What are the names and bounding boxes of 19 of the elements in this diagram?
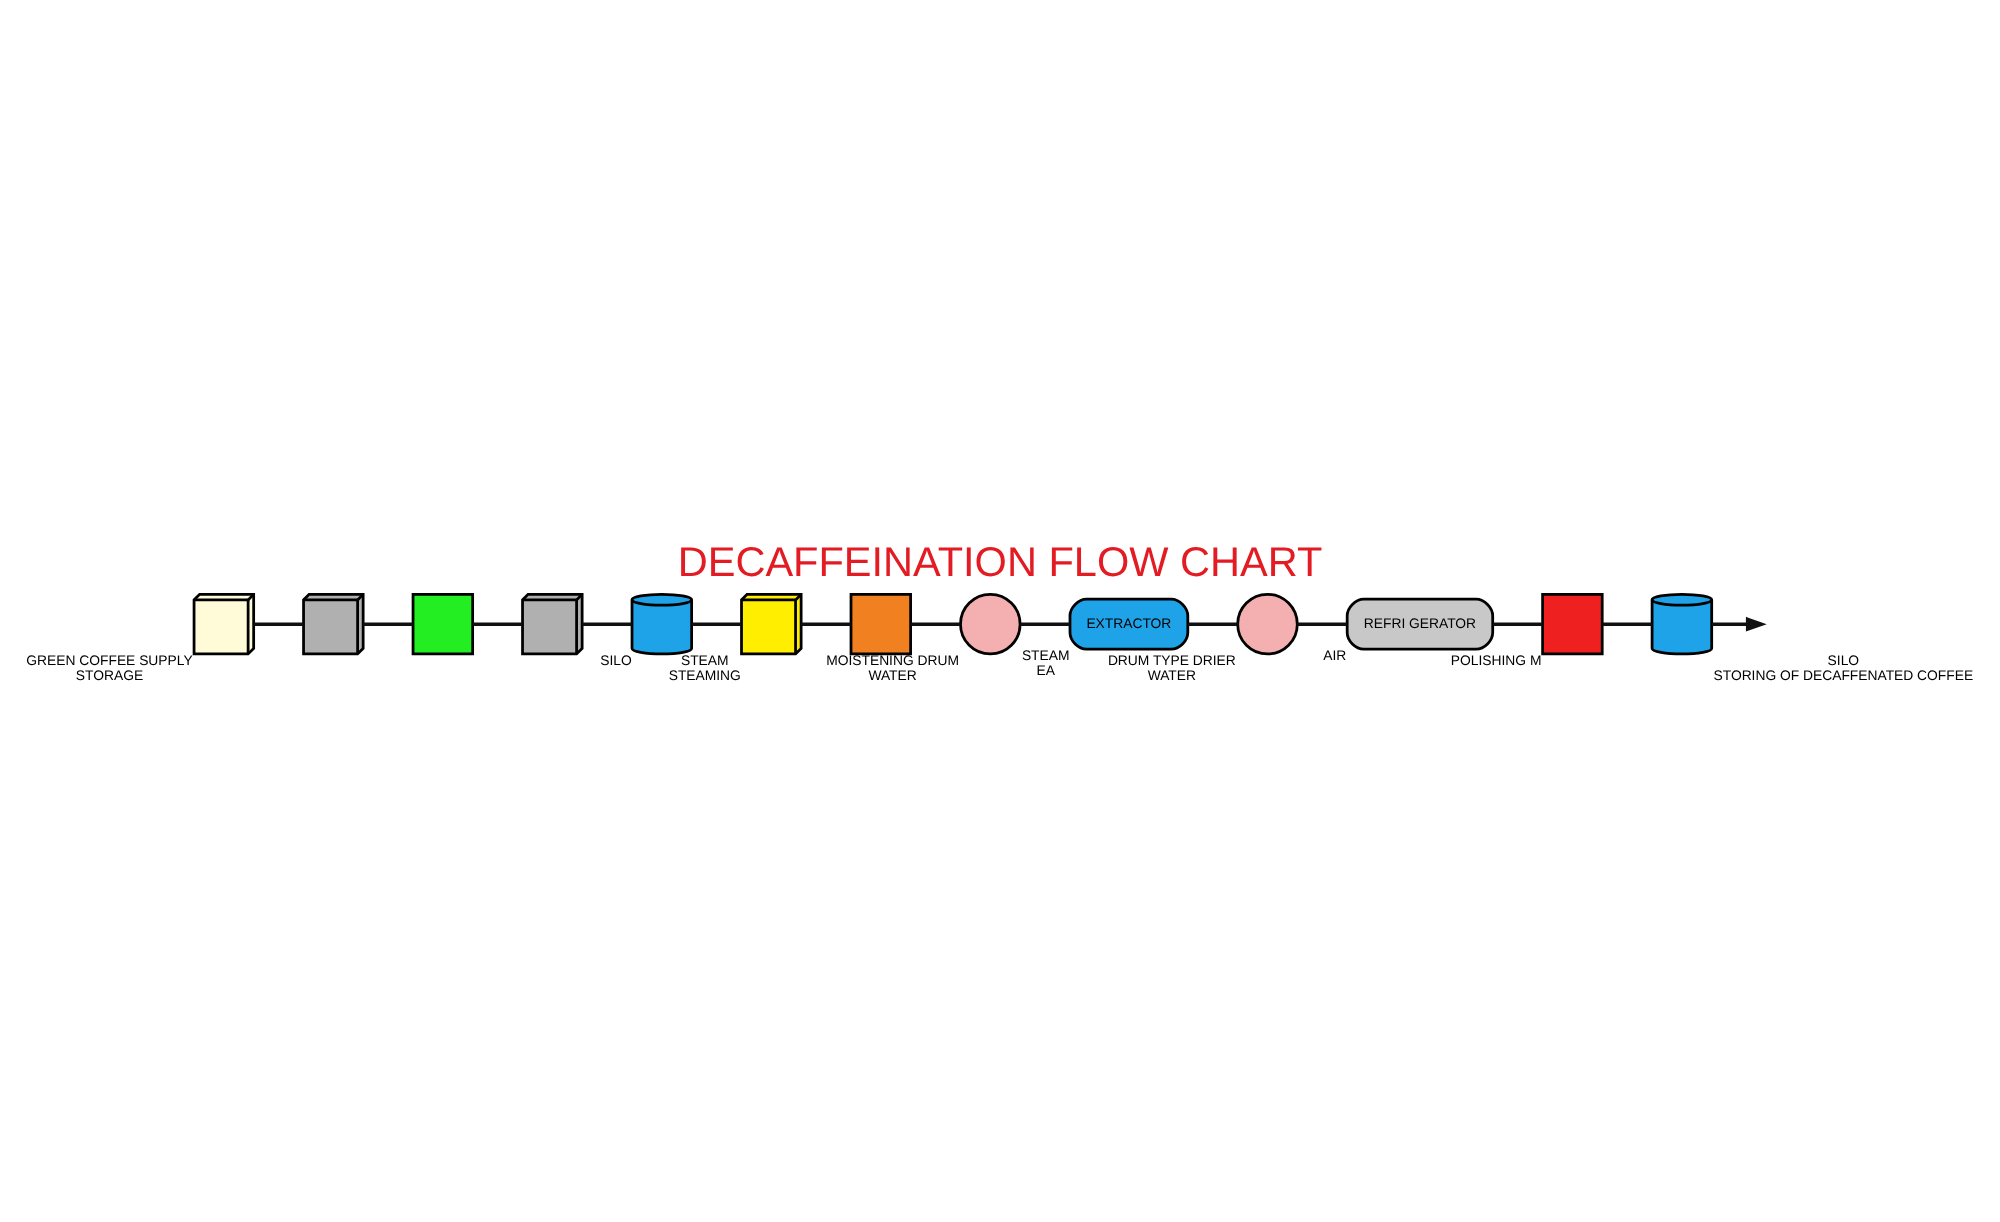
connector — [1297, 622, 1347, 626]
connector — [1020, 622, 1070, 626]
arrow — [1712, 616, 1767, 632]
node-circle — [1236, 593, 1299, 656]
connector — [691, 622, 742, 626]
connector — [1493, 622, 1543, 626]
connector — [472, 622, 523, 626]
connector — [801, 622, 851, 626]
node-circle — [959, 593, 1022, 656]
connector — [910, 622, 961, 626]
connector — [582, 622, 632, 626]
connector — [1602, 622, 1652, 626]
connector — [363, 622, 413, 626]
node-box — [1541, 593, 1604, 656]
connector — [253, 622, 304, 626]
node-box — [849, 593, 912, 656]
node-box — [411, 593, 475, 656]
connector — [1187, 622, 1238, 626]
diagram-title: DECAFFEINATION FLOW CHART — [677, 540, 1323, 587]
